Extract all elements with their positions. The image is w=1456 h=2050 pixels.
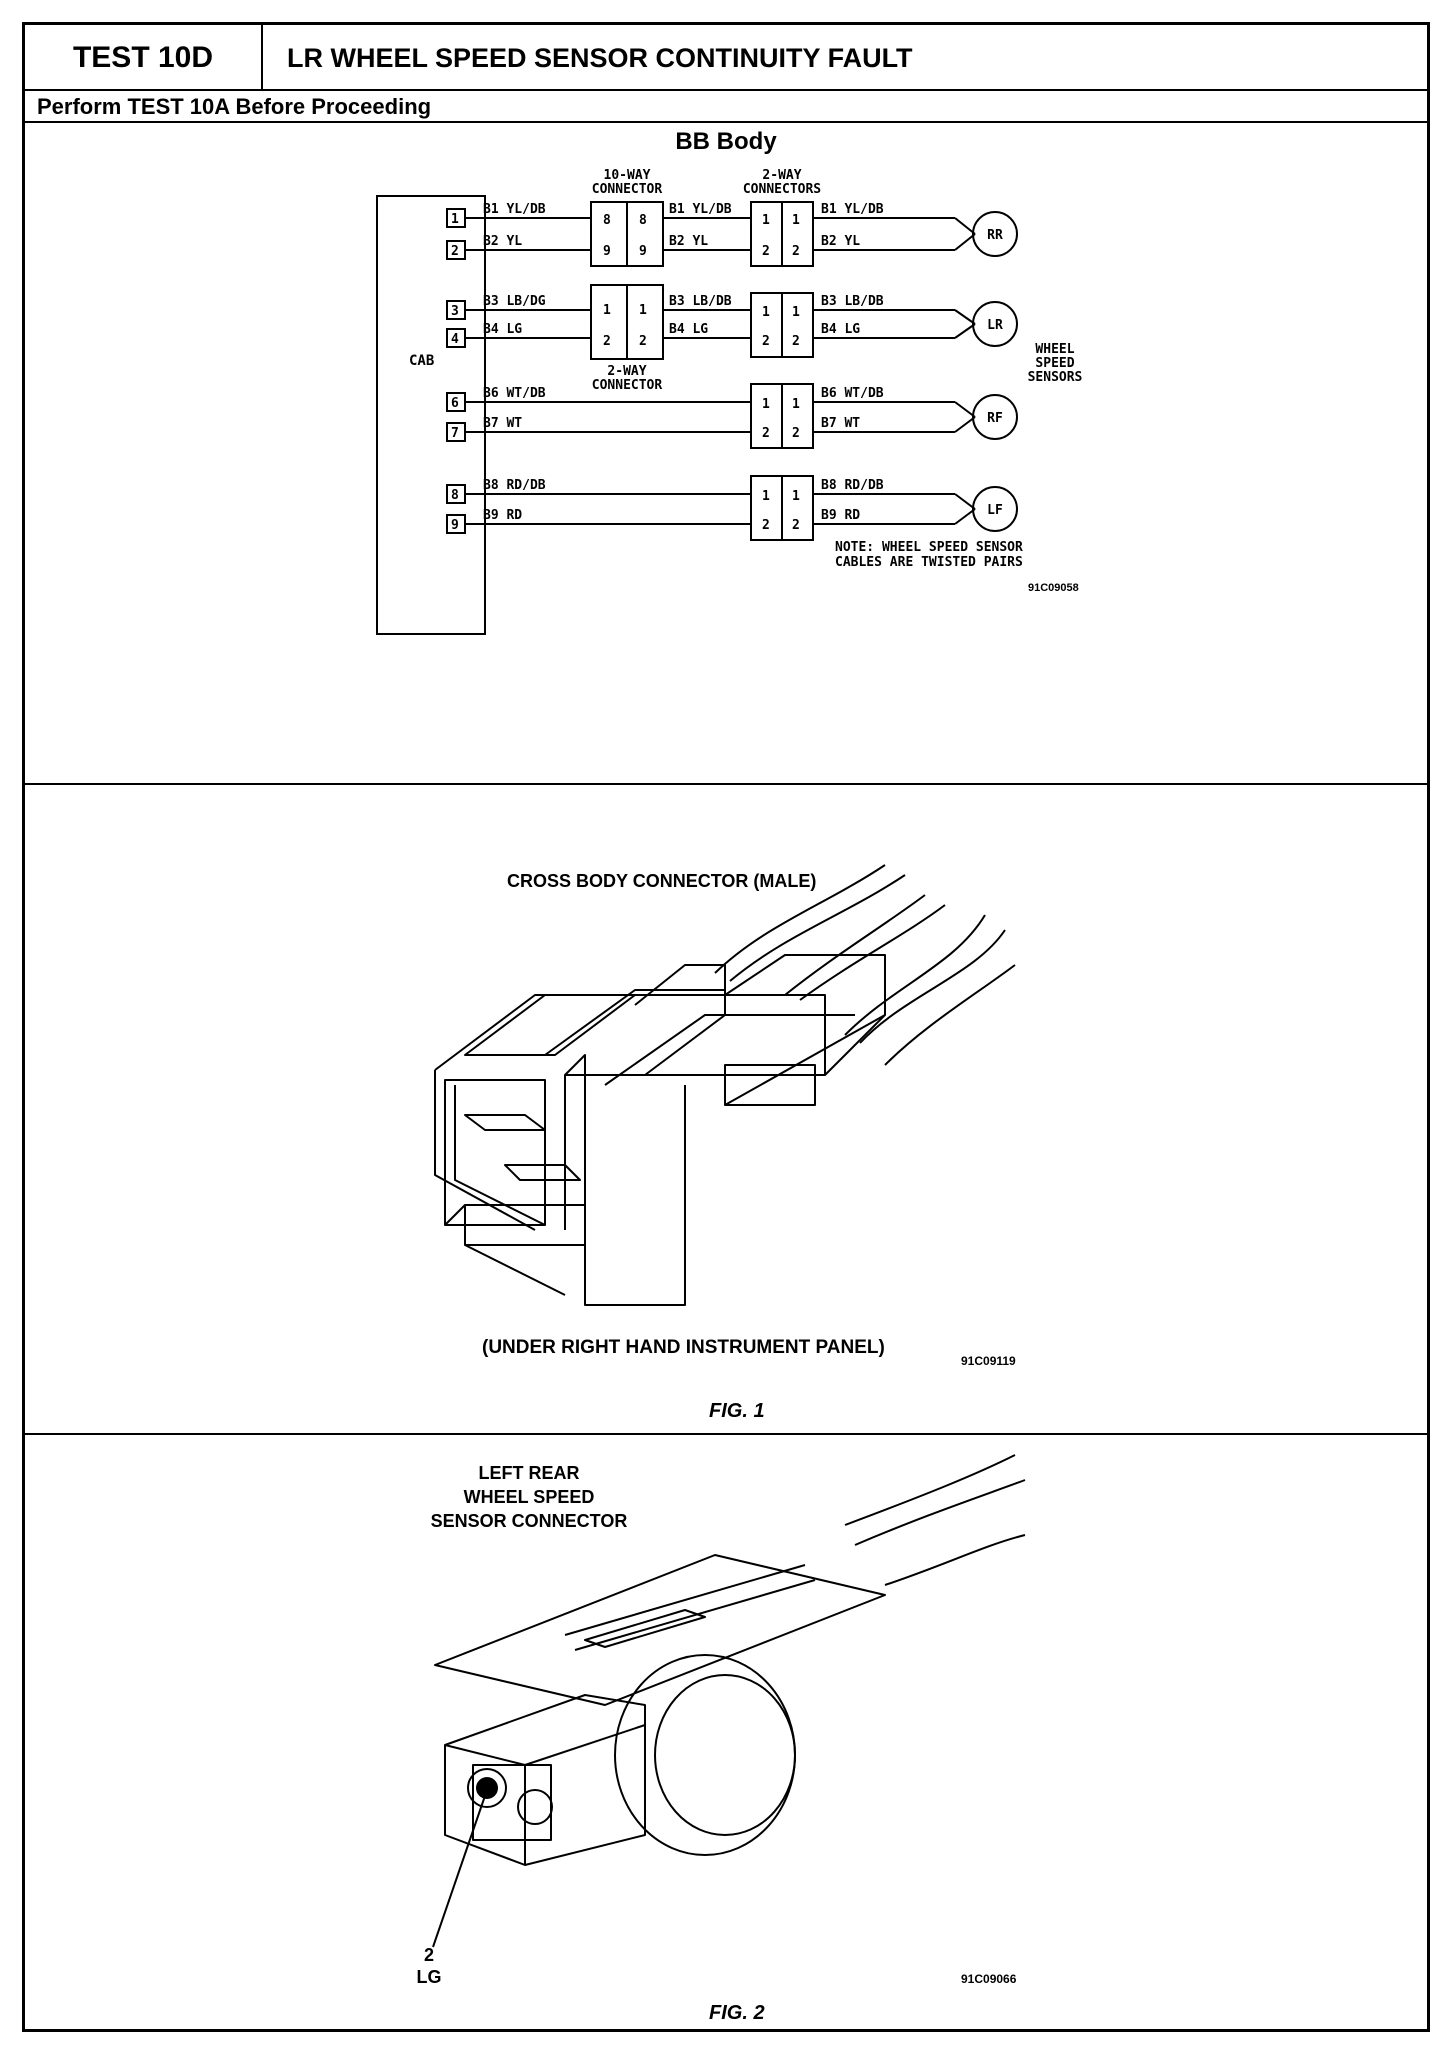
cab-pin-label: 1 [451,212,459,227]
schematic-note: CABLES ARE TWISTED PAIRS [835,555,1023,570]
sensor-lf [972,486,1018,532]
lr-sensor-connector-drawing: LEFT REAR WHEEL SPEED SENSOR CONNECTOR 2… [417,1454,1026,2024]
sensor-label: LF [987,503,1003,518]
wiring-schematic-panel: BB Body CAB 1 2 3 4 6 7 8 9 10-WAY CONNE… [25,123,1427,785]
fig2-label-line: LEFT REAR [479,1463,580,1483]
connector-pin: 2 [792,244,800,259]
pin-2-leader [432,1789,488,1948]
figure-ref: 91C09058 [1028,582,1079,594]
sensor-label: RF [987,411,1003,426]
wire-label: B4 LG [821,322,860,337]
connector-pin: 2 [639,334,647,349]
cab-pin-label: 3 [451,304,459,319]
sensor-label: LR [987,318,1003,333]
cab-pin-label: 6 [451,396,459,411]
connector-pin: 2 [603,334,611,349]
wire-label: B9 RD [821,508,860,523]
wire-label: B6 WT/DB [821,386,884,401]
sensors-group-label: WHEEL [1035,342,1074,357]
cab-pin-label: 4 [451,332,459,347]
connector-pin: 9 [639,244,647,259]
sensor-rr [972,211,1018,257]
wire-label: B9 RD [483,508,522,523]
wire-label: B7 WT [483,416,522,431]
connector-label: CONNECTOR [592,378,663,393]
wire-label: B4 LG [669,322,708,337]
connector-pin: 1 [792,305,800,320]
sensor-lr [972,301,1018,347]
connector-pin: 1 [639,303,647,318]
connector-pin: 1 [792,489,800,504]
connector-label: CONNECTOR [592,182,663,197]
test-title: LR WHEEL SPEED SENSOR CONTINUITY FAULT [287,42,913,73]
wire-label: B3 LB/DB [821,294,884,309]
wire-label: B1 YL/DB [821,202,884,217]
wire-label: B6 WT/DB [483,386,546,401]
prerequisite-note: Perform TEST 10A Before Proceeding [25,91,1427,123]
test-header: TEST 10D LR WHEEL SPEED SENSOR CONTINUIT… [25,25,1427,91]
sensor-label: RR [987,228,1003,243]
cab-pin-label: 7 [451,426,459,441]
fig2-caption: FIG. 2 [709,2002,765,2024]
wire-label: B4 LG [483,322,522,337]
sensor-rf [972,394,1018,440]
connector-pin: 2 [792,518,800,533]
cross-body-connector-drawing: CROSS BODY CONNECTOR (MALE) (UNDER RIGHT… [434,864,1016,1422]
fig2-panel: LEFT REAR WHEEL SPEED SENSOR CONNECTOR 2… [25,1435,1427,2029]
connector-pin: 2 [762,244,770,259]
fig1-top-label: CROSS BODY CONNECTOR (MALE) [507,871,816,891]
cab-pin-label: 8 [451,488,459,503]
connector-pin: 2 [762,518,770,533]
fig2-ref: 91C09066 [961,1972,1017,1986]
connector-pin: 2 [792,334,800,349]
fig1-caption: FIG. 1 [709,1400,765,1422]
wire-label: B1 YL/DB [483,202,546,217]
cab-pin-label: 2 [451,244,459,259]
wiring-schematic: BB Body CAB 1 2 3 4 6 7 8 9 10-WAY CONNE… [376,128,1083,635]
wire-label: B3 LB/DG [483,294,546,309]
connectors-label: 2-WAY [762,168,801,183]
fig1-bottom-label: (UNDER RIGHT HAND INSTRUMENT PANEL) [482,1337,885,1358]
cab-module [376,195,486,635]
connector-pin: 8 [639,213,647,228]
fig1-panel: CROSS BODY CONNECTOR (MALE) (UNDER RIGHT… [25,785,1427,1435]
sensors-group-label: SENSORS [1028,370,1083,385]
wire-label: B2 YL [483,234,522,249]
wire-label: B3 LB/DB [669,294,732,309]
pin-2-cavity [476,1777,498,1799]
connector-label: 10-WAY [604,168,651,183]
fig2-label-line: WHEEL SPEED [464,1487,595,1507]
connector-pin: 2 [792,426,800,441]
connector-pin: 2 [762,334,770,349]
connector-pin: 1 [792,213,800,228]
wire-label: B7 WT [821,416,860,431]
connector-label: 2-WAY [607,364,646,379]
connector-pin: 8 [603,213,611,228]
test-page-frame: TEST 10D LR WHEEL SPEED SENSOR CONTINUIT… [22,22,1430,2032]
wire-label: B2 YL [821,234,860,249]
wire-label: B2 YL [669,234,708,249]
connector-pin: 1 [762,397,770,412]
schematic-note: NOTE: WHEEL SPEED SENSOR [835,540,1023,555]
sensors-group-label: SPEED [1035,356,1074,371]
cab-label: CAB [409,353,434,369]
fig2-label-line: SENSOR CONNECTOR [431,1511,628,1531]
schematic-title: BB Body [675,128,777,155]
wire-label: B1 YL/DB [669,202,732,217]
connector-pin: 1 [762,305,770,320]
wire-label: B8 RD/DB [821,478,884,493]
test-code: TEST 10D [25,25,263,91]
connector-pin: 2 [762,426,770,441]
connector-pin: 9 [603,244,611,259]
fig1-ref: 91C09119 [961,1354,1016,1368]
connector-pin: 1 [762,213,770,228]
wire-label: B8 RD/DB [483,478,546,493]
connector-pin: 1 [762,489,770,504]
connectors-label: CONNECTORS [743,182,821,197]
pin-number-label: 2 [424,1945,434,1965]
cab-pin-label: 9 [451,518,459,533]
connector-pin: 1 [603,303,611,318]
connector-pin: 1 [792,397,800,412]
pin-color-label: LG [417,1967,442,1987]
